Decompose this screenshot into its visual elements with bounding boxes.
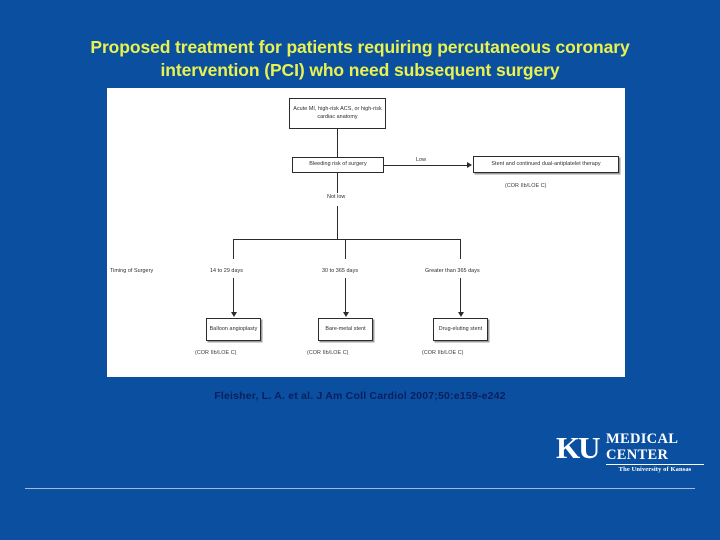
arrowhead-to-balloon-angioplasty	[230, 312, 237, 317]
ku-tagline: The University of Kansas	[618, 466, 692, 473]
ku-wordmark-line-2: CENTER	[606, 446, 669, 463]
timing-drug-eluting: Greater than 365 days	[425, 268, 480, 274]
arrowhead-to-drug-eluting-stent	[457, 312, 464, 317]
connector-bleeding-risk-to-stent-therapy	[384, 164, 470, 166]
node-bleeding-risk: Bleeding risk of surgery	[292, 157, 384, 173]
connector-drop-bare-metal	[345, 239, 347, 259]
ku-monogram: KU	[556, 430, 600, 465]
connector-drop-drug-eluting	[460, 239, 462, 259]
recommendation-drug-eluting-stent: (COR IIb/LOE C)	[422, 350, 464, 356]
ku-medical-center-logo: KU MEDICAL CENTER The University of Kans…	[556, 430, 704, 478]
page-title: Proposed treatment for patients requirin…	[28, 36, 692, 82]
ku-wordmark-line-1: MEDICAL	[606, 431, 679, 447]
flowchart-figure: Acute MI, high-risk ACS, or high-risk ca…	[107, 88, 625, 377]
page-title-line-1: Proposed treatment for patients requirin…	[90, 37, 630, 57]
connector-timing-to-drug-eluting	[460, 278, 462, 313]
connector-bleeding-risk-not-low	[337, 173, 339, 193]
connector-not-low-to-distributor	[337, 206, 339, 240]
connector-timing-to-balloon	[233, 278, 235, 313]
ku-wordmark: MEDICAL CENTER	[606, 432, 678, 462]
recommendation-stent-dual-therapy: (COR IIb/LOE C)	[505, 183, 547, 189]
node-balloon-angioplasty: Balloon angioplasty	[206, 318, 261, 341]
row-label-timing-of-surgery: Timing of Surgery	[110, 268, 154, 274]
edge-label-not-low: Not low	[327, 194, 346, 200]
citation-text: Fleisher, L. A. et al. J Am Coll Cardiol…	[214, 390, 506, 402]
slide-footer-divider	[25, 488, 695, 489]
ku-logo-divider	[606, 464, 704, 465]
node-indication: Acute MI, high-risk ACS, or high-risk ca…	[289, 98, 386, 129]
node-stent-dual-therapy: Stent and continued dual-antiplatelet th…	[473, 156, 619, 173]
timing-bare-metal: 30 to 365 days	[322, 268, 359, 274]
node-bare-metal-stent: Bare-metal stent	[318, 318, 373, 341]
connector-indication-to-bleeding-risk	[337, 129, 339, 157]
node-drug-eluting-stent: Drug-eluting stent	[433, 318, 488, 341]
page-title-line-2: intervention (PCI) who need subsequent s…	[160, 60, 560, 80]
recommendation-bare-metal-stent: (COR IIb/LOE C)	[307, 350, 349, 356]
edge-label-low: Low	[413, 157, 430, 164]
recommendation-balloon-angioplasty: (COR IIb/LOE C)	[195, 350, 237, 356]
connector-distributor-bar	[233, 239, 461, 241]
connector-timing-to-bare-metal	[345, 278, 347, 313]
timing-balloon: 14 to 29 days	[210, 268, 244, 274]
connector-drop-balloon	[233, 239, 235, 259]
arrowhead-to-stent-therapy	[467, 162, 472, 168]
arrowhead-to-bare-metal-stent	[342, 312, 349, 317]
